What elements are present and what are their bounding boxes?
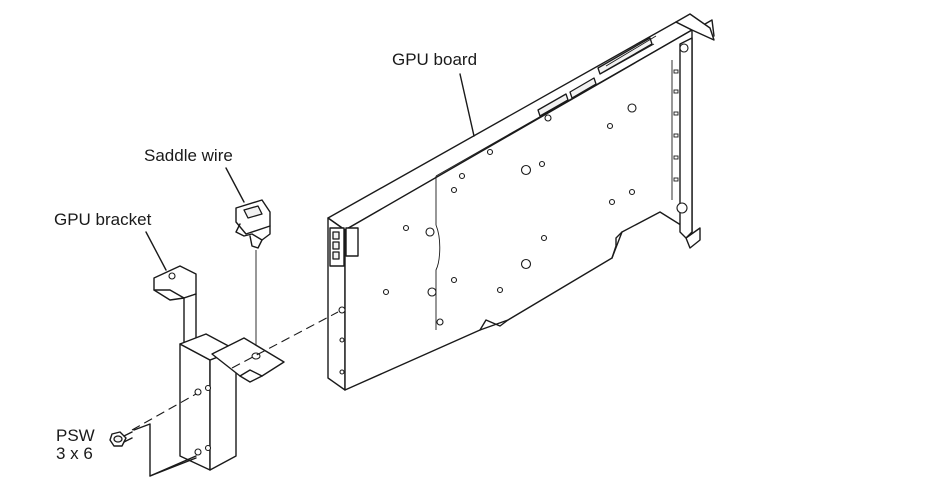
saddle-wire-leader — [225, 167, 245, 203]
top-vent-2 — [537, 93, 569, 117]
psw-screw — [109, 431, 133, 447]
gpu-bracket — [153, 265, 285, 471]
screw-bracket-lines — [133, 423, 197, 477]
shroud-seam — [435, 176, 441, 330]
bracket-alignment-dash — [231, 311, 339, 369]
gpu-board-label: GPU board — [392, 50, 478, 69]
saddle-wire — [235, 199, 271, 249]
screw-spec-label-line2: 3 x 6 — [56, 444, 93, 463]
screw-spec-label-line1: PSW — [56, 426, 95, 445]
gpu-board-leader — [459, 73, 475, 137]
saddle-wire-label: Saddle wire — [144, 146, 233, 165]
gpu-bracket-label: GPU bracket — [54, 210, 152, 229]
io-bracket-top-tab — [675, 13, 715, 41]
gpu-board — [327, 13, 715, 391]
top-vent-3 — [569, 77, 597, 99]
gpu-board-side-panel — [344, 29, 693, 391]
io-bracket-foot — [685, 227, 701, 249]
gpu-bracket-leader — [145, 231, 167, 271]
screw-alignment-dash-1 — [131, 393, 197, 431]
